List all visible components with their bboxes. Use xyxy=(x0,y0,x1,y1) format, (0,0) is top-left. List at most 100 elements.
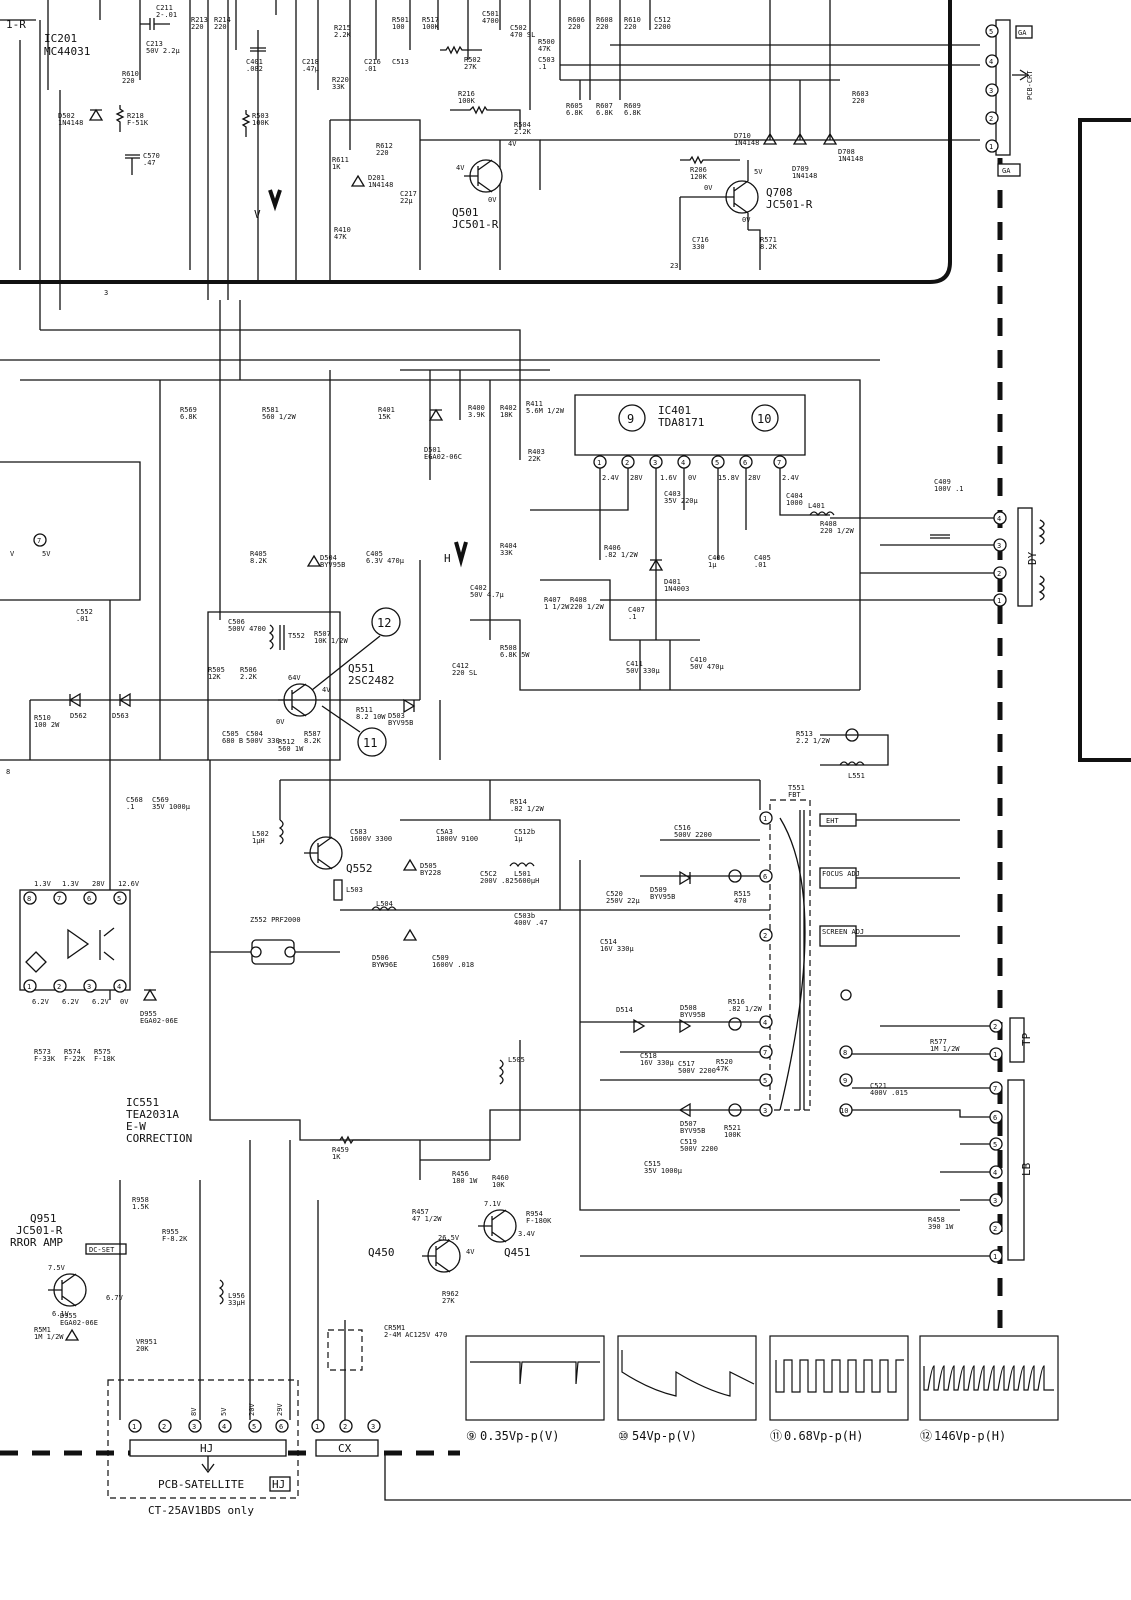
svg-text:54Vp-p(V): 54Vp-p(V) xyxy=(632,1429,697,1443)
c213: C213 50V 2.2μ xyxy=(146,40,181,55)
l551: L551 xyxy=(820,734,889,780)
svg-text:7.1V: 7.1V xyxy=(484,1200,502,1208)
svg-text:R220: R220 xyxy=(332,76,349,84)
svg-text:R514: R514 xyxy=(510,798,527,806)
svg-text:1.6V: 1.6V xyxy=(660,474,678,482)
svg-text:R607: R607 xyxy=(596,102,613,110)
svg-text:2.2K: 2.2K xyxy=(240,673,258,681)
svg-text:Q552: Q552 xyxy=(346,862,373,875)
svg-text:R400: R400 xyxy=(468,404,485,412)
svg-text:C716: C716 xyxy=(692,236,709,244)
svg-text:R504: R504 xyxy=(514,121,531,129)
crt-signal-wires xyxy=(540,0,980,141)
d514: D514 xyxy=(616,1006,646,1034)
svg-text:0.35Vp-p(V): 0.35Vp-p(V) xyxy=(480,1429,559,1443)
q552-wires xyxy=(279,779,770,911)
svg-text:27K: 27K xyxy=(442,1297,455,1305)
svg-text:C512: C512 xyxy=(654,16,671,24)
l504: L504 xyxy=(371,900,397,912)
svg-text:R206: R206 xyxy=(690,166,707,174)
svg-text:180 1W: 180 1W xyxy=(452,1177,478,1185)
svg-text:R406: R406 xyxy=(604,544,621,552)
svg-text:T551: T551 xyxy=(788,784,805,792)
svg-text:BYV95B: BYV95B xyxy=(320,561,345,569)
svg-text:5600μH: 5600μH xyxy=(514,877,539,885)
svg-text:R458: R458 xyxy=(928,1216,945,1224)
svg-text:47K: 47K xyxy=(538,45,551,53)
svg-text:GA: GA xyxy=(1002,167,1011,175)
svg-text:27K: 27K xyxy=(464,63,477,71)
q708: 0V 5V 0V Q708 JC501-R xyxy=(704,160,813,230)
svg-text:8.2K: 8.2K xyxy=(304,737,322,745)
svg-text:1: 1 xyxy=(315,1423,319,1431)
svg-text:1.3V: 1.3V xyxy=(34,880,52,888)
svg-text:16V 330μ: 16V 330μ xyxy=(640,1059,675,1067)
svg-text:D710: D710 xyxy=(734,132,751,140)
svg-text:2.2K: 2.2K xyxy=(514,128,532,136)
svg-text:50V 2.2μ: 50V 2.2μ xyxy=(146,47,181,55)
svg-text:C552: C552 xyxy=(76,608,93,616)
tp-connector: TP 2 1 xyxy=(852,1017,1033,1063)
svg-text:C503: C503 xyxy=(538,56,555,64)
q551-block xyxy=(207,611,341,761)
svg-text:3: 3 xyxy=(997,542,1001,550)
svg-text:L956: L956 xyxy=(228,1292,245,1300)
svg-text:R403: R403 xyxy=(528,448,545,456)
svg-text:R605: R605 xyxy=(566,102,583,110)
svg-text:1M 1/2W: 1M 1/2W xyxy=(930,1045,960,1053)
mid-top-wires xyxy=(317,0,561,150)
svg-text:2: 2 xyxy=(162,1423,166,1431)
cx-connector: 1 2 3 CX xyxy=(311,1419,381,1457)
ic201: IC201 MC44031 xyxy=(44,32,90,58)
tp9-marker xyxy=(618,404,646,432)
svg-text:28V: 28V xyxy=(748,474,761,482)
svg-text:0V: 0V xyxy=(488,196,497,204)
svg-text:C404: C404 xyxy=(786,492,803,500)
svg-text:D955: D955 xyxy=(140,1010,157,1018)
svg-text:35V 1000μ: 35V 1000μ xyxy=(644,1167,683,1175)
svg-text:F-51K: F-51K xyxy=(127,119,149,127)
svg-text:.1: .1 xyxy=(126,803,134,811)
q708-wires xyxy=(679,196,761,270)
svg-text:R213: R213 xyxy=(191,16,208,24)
svg-text:R569: R569 xyxy=(180,406,197,414)
svg-text:35V 220μ: 35V 220μ xyxy=(664,497,699,505)
svg-text:C407: C407 xyxy=(628,606,645,614)
svg-text:R410: R410 xyxy=(334,226,351,234)
svg-text:R500: R500 xyxy=(538,38,555,46)
svg-text:CR5M1: CR5M1 xyxy=(384,1324,405,1332)
svg-text:1μ: 1μ xyxy=(708,561,717,569)
svg-text:BYV95B: BYV95B xyxy=(680,1127,705,1135)
svg-text:⑩: ⑩ xyxy=(618,1429,629,1443)
svg-text:R512: R512 xyxy=(278,738,295,746)
svg-text:15K: 15K xyxy=(378,413,391,421)
net-3-label: 3 xyxy=(104,289,108,297)
svg-text:BY228: BY228 xyxy=(420,869,441,877)
svg-text:470 SL: 470 SL xyxy=(510,31,535,39)
svg-text:18K: 18K xyxy=(500,411,513,419)
svg-text:2SC2482: 2SC2482 xyxy=(348,674,394,687)
waveform-9: ⑨ 0.35Vp-p(V) xyxy=(465,1335,605,1443)
svg-text:.47μ: .47μ xyxy=(302,65,320,73)
